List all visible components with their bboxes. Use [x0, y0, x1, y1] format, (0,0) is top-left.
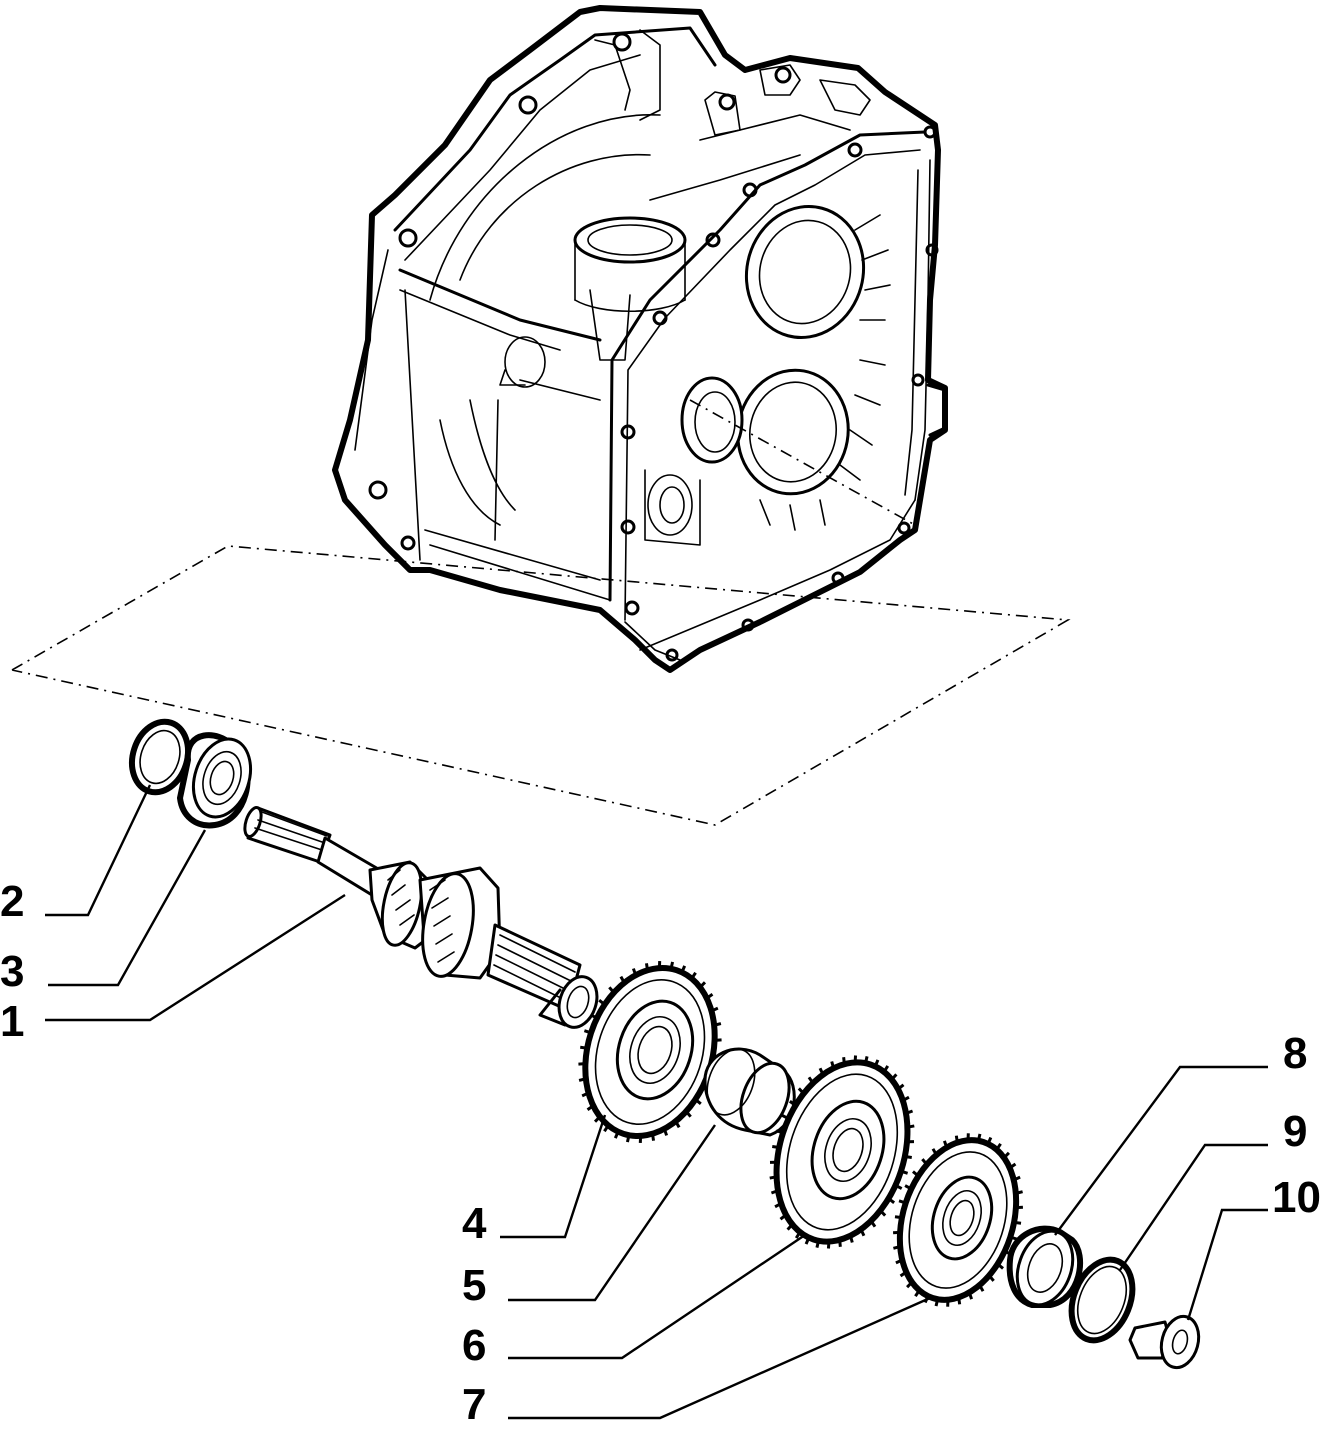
screw-10 — [1128, 1314, 1201, 1370]
leader-7 — [508, 1296, 931, 1420]
callout-7: 7 — [462, 1380, 487, 1429]
leader-10 — [1186, 1208, 1268, 1321]
callout-6: 6 — [462, 1321, 487, 1370]
callout-3: 3 — [0, 947, 25, 996]
input-shaft — [243, 806, 599, 1029]
callout-4: 4 — [462, 1199, 487, 1248]
gear-6 — [769, 1055, 915, 1249]
callout-10: 10 — [1272, 1173, 1321, 1222]
leader-1 — [45, 893, 346, 1022]
leader-4 — [500, 1114, 607, 1239]
gear-7 — [892, 1133, 1024, 1307]
callout-5: 5 — [462, 1261, 487, 1310]
leader-9 — [1119, 1143, 1268, 1271]
leader-5 — [508, 1124, 716, 1302]
assembly-guide-lines — [11, 399, 1071, 826]
ring-9 — [1068, 1256, 1136, 1344]
callout-8: 8 — [1283, 1029, 1308, 1078]
bearing-3 — [177, 732, 252, 829]
bearing-8 — [1006, 1225, 1083, 1308]
callout-9: 9 — [1283, 1107, 1308, 1156]
leader-3 — [48, 829, 207, 987]
leader-2 — [45, 784, 152, 917]
leader-lines — [45, 784, 1268, 1420]
callout-1: 1 — [0, 997, 25, 1046]
callout-2: 2 — [0, 877, 25, 926]
gear-4 — [578, 961, 722, 1143]
bushing-5 — [703, 1047, 796, 1137]
gearbox-housing — [332, 5, 948, 673]
leader-6 — [508, 1234, 806, 1360]
leader-8 — [1054, 1065, 1268, 1236]
